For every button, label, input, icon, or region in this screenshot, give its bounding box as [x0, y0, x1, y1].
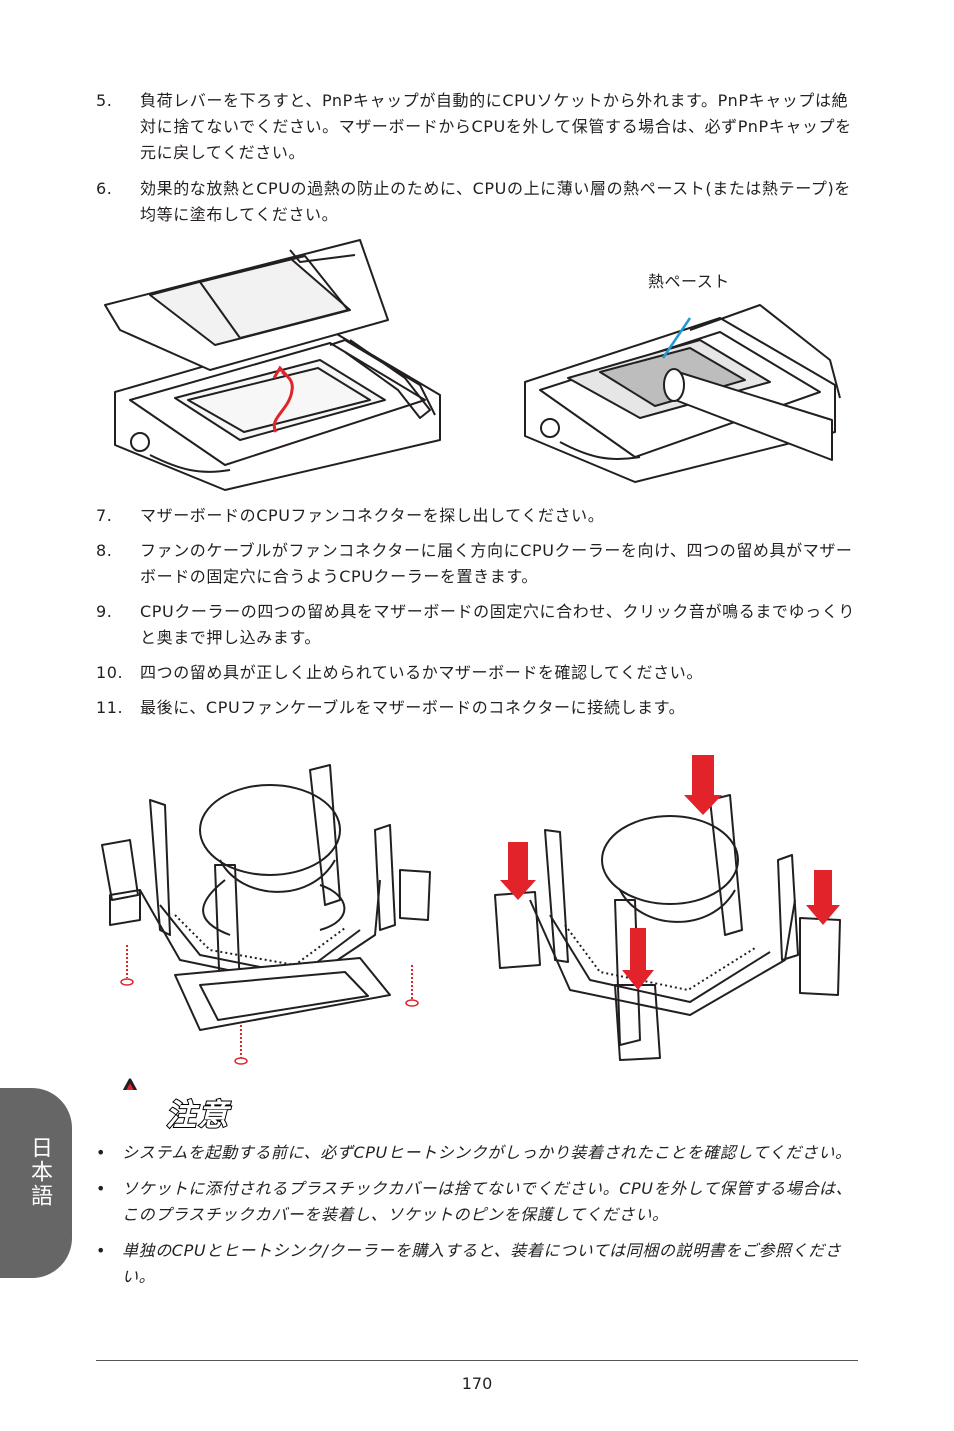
caution-note: • システムを起動する前に、必ずCPUヒートシンクがしっかり装着されたことを確認し…	[96, 1140, 856, 1166]
caution-note: • 単独のCPUとヒートシンク/クーラーを購入すると、装着については同梱の説明書を…	[96, 1238, 856, 1290]
step-text: 負荷レバーを下ろすと、PnPキャップが自動的にCPUソケットから外れます。PnP…	[140, 91, 852, 162]
step-text: 効果的な放熱とCPUの過熱の防止のために、CPUの上に薄い層の熱ペースト(または…	[140, 179, 851, 224]
thermal-paste-label: 熱ペースト	[648, 272, 730, 291]
step-text: マザーボードのCPUファンコネクターを探し出してください。	[140, 506, 605, 525]
bullet-icon: •	[96, 1241, 107, 1260]
step-8: 8. ファンのケーブルがファンコネクターに届く方向にCPUクーラーを向け、四つの留…	[96, 538, 858, 590]
caution-note-text: ソケットに添付されるプラスチックカバーは捨てないでください。CPUを外して保管す…	[122, 1179, 853, 1224]
step-number: 11.	[96, 698, 124, 717]
step-text: CPUクーラーの四つの留め具をマザーボードの固定穴に合わせ、クリック音が鳴るまで…	[140, 602, 855, 647]
bullet-icon: •	[96, 1179, 107, 1198]
step-5: 5. 負荷レバーを下ろすと、PnPキャップが自動的にCPUソケットから外れます。P…	[96, 88, 858, 166]
step-number: 6.	[96, 179, 113, 198]
step-6: 6. 効果的な放熱とCPUの過熱の防止のために、CPUの上に薄い層の熱ペースト(ま…	[96, 176, 858, 228]
step-number: 8.	[96, 541, 113, 560]
language-tab-label: 日本語	[27, 1136, 52, 1208]
instruction-list-bottom: 7. マザーボードのCPUファンコネクターを探し出してください。 8. ファンのケー…	[96, 503, 858, 721]
caution-title: 注意	[165, 1097, 230, 1134]
paste-leader-line	[661, 317, 692, 359]
step-number: 9.	[96, 602, 113, 621]
warning-icon	[122, 1078, 138, 1090]
cpu-socket-illustration	[104, 239, 841, 491]
step-number: 7.	[96, 506, 113, 525]
instruction-list-top: 5. 負荷レバーを下ろすと、PnPキャップが自動的にCPUソケットから外れます。P…	[96, 88, 858, 228]
caution-note-text: システムを起動する前に、必ずCPUヒートシンクがしっかり装着されたことを確認して…	[122, 1143, 852, 1162]
step-number: 5.	[96, 91, 113, 110]
step-text: ファンのケーブルがファンコネクターに届く方向にCPUクーラーを向け、四つの留め具…	[140, 541, 853, 586]
language-tab	[0, 1088, 72, 1278]
step-11: 11. 最後に、CPUファンケーブルをマザーボードのコネクターに接続します。	[96, 695, 858, 721]
step-text: 四つの留め具が正しく止められているかマザーボードを確認してください。	[140, 663, 703, 682]
bullet-icon: •	[96, 1143, 107, 1162]
footer-divider	[96, 1360, 858, 1361]
step-9: 9. CPUクーラーの四つの留め具をマザーボードの固定穴に合わせ、クリック音が鳴る…	[96, 599, 858, 651]
caution-note-text: 単独のCPUとヒートシンク/クーラーを購入すると、装着については同梱の説明書をご…	[122, 1241, 842, 1286]
page-number: 170	[461, 1374, 493, 1393]
caution-notes: • システムを起動する前に、必ずCPUヒートシンクがしっかり装着されたことを確認し…	[96, 1140, 856, 1290]
step-7: 7. マザーボードのCPUファンコネクターを探し出してください。	[96, 503, 858, 529]
step-number: 10.	[96, 663, 124, 682]
step-10: 10. 四つの留め具が正しく止められているかマザーボードを確認してください。	[96, 660, 858, 686]
step-text: 最後に、CPUファンケーブルをマザーボードのコネクターに接続します。	[140, 698, 686, 717]
caution-note: • ソケットに添付されるプラスチックカバーは捨てないでください。CPUを外して保管…	[96, 1176, 856, 1228]
cpu-cooler-illustration	[101, 755, 841, 1090]
